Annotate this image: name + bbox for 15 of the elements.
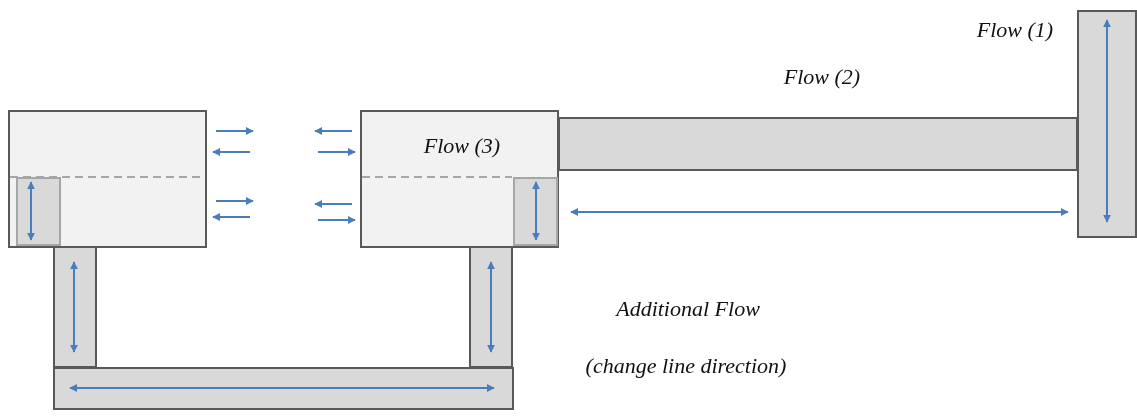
- note-text: (change line direction): [585, 353, 787, 379]
- double-arrow: [570, 208, 1069, 216]
- flow-bar: [469, 246, 513, 368]
- flow-label: Flow (2): [783, 64, 861, 90]
- flow-bar: [1077, 10, 1137, 238]
- flow-bar: [558, 117, 1078, 171]
- chamber-box: [360, 110, 559, 248]
- flow-label: Flow (1): [976, 17, 1054, 43]
- chamber-box: [8, 110, 207, 248]
- flow-bar: [513, 177, 558, 246]
- flow-bar: [53, 246, 97, 368]
- note-text: Additional Flow: [616, 296, 760, 322]
- flow-label: Flow (3): [423, 133, 501, 159]
- flow-bar: [53, 367, 514, 410]
- flow-bar: [16, 177, 61, 246]
